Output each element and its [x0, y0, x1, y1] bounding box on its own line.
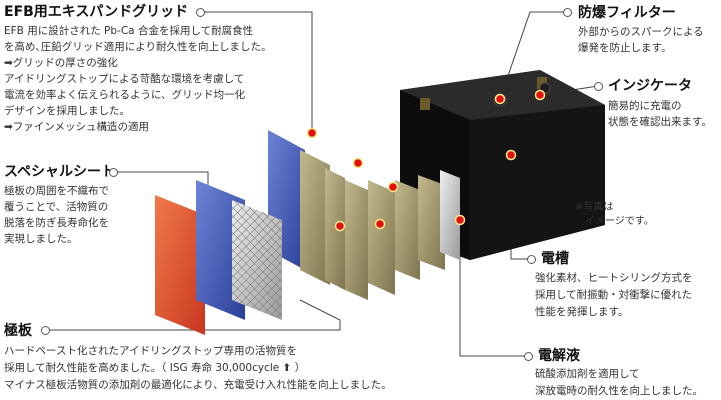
plate-title: 極板	[4, 323, 32, 339]
special-sheet-title: スペシャルシート	[4, 164, 116, 180]
special-sheet-marker	[109, 168, 118, 177]
indicator-title: インジケータ	[608, 78, 692, 94]
explosion-filter-marker	[563, 8, 572, 17]
electrolyte-title: 電解液	[538, 348, 580, 364]
explosion-filter-title: 防爆フィルター	[578, 5, 676, 21]
container-title: 電槽	[541, 251, 569, 267]
plate-marker	[41, 326, 50, 335]
photo-note: ※写真は イメージです。	[575, 202, 654, 227]
efb-grid-marker	[196, 8, 205, 17]
efb-grid-title: EFB用エキスパンドグリッド	[4, 4, 189, 20]
electrolyte-marker	[524, 352, 533, 361]
container-marker	[527, 255, 536, 264]
plates-stack	[268, 130, 460, 300]
exploded-sheets	[155, 180, 282, 335]
indicator-marker	[594, 82, 603, 91]
